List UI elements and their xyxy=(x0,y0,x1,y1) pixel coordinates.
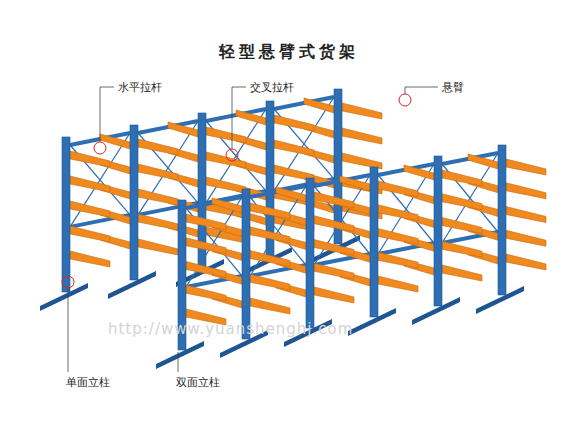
cantilever-arm xyxy=(506,230,546,246)
cantilever-arm xyxy=(314,216,354,232)
cantilever-arm xyxy=(138,139,178,155)
cantilever-arm xyxy=(70,201,110,217)
leader-line xyxy=(100,87,114,142)
leader-line xyxy=(178,352,179,372)
cantilever-arm xyxy=(442,170,482,186)
cantilever-arm xyxy=(506,254,546,270)
callout-circle xyxy=(94,142,106,154)
cantilever-arm xyxy=(442,241,482,257)
cantilever-arm xyxy=(314,192,354,208)
cantilever-arm xyxy=(70,226,110,242)
cantilever-arm xyxy=(342,153,382,169)
cantilever-arm xyxy=(506,183,546,199)
cantilever-arm xyxy=(138,164,178,180)
cantilever-arm xyxy=(314,263,354,279)
cross-brace xyxy=(70,133,130,227)
cantilever-arm xyxy=(468,154,498,169)
upright-column xyxy=(62,137,70,292)
upright-column xyxy=(306,178,314,328)
cantilever-arm xyxy=(186,285,226,301)
upright-column xyxy=(434,156,442,306)
cantilever-arm xyxy=(378,276,418,292)
cantilever-arm xyxy=(378,252,418,268)
upright-column xyxy=(242,189,250,339)
upright-column xyxy=(130,125,138,280)
cantilever-arm xyxy=(314,287,354,303)
cantilever-arm xyxy=(206,127,246,143)
cross-brace xyxy=(274,97,334,191)
cantilever-arm xyxy=(314,240,354,256)
cantilever-arm xyxy=(442,265,482,281)
leader-line xyxy=(68,288,69,372)
cantilever-arm xyxy=(206,177,246,193)
cross-brace xyxy=(314,175,370,265)
cantilever-arm xyxy=(250,227,290,243)
cantilever-arm xyxy=(274,140,314,156)
cantilever-arm xyxy=(442,194,482,210)
cross-brace xyxy=(378,164,434,254)
callout-label: 交叉拉杆 xyxy=(250,80,294,95)
callout-label: 双面立柱 xyxy=(176,375,220,390)
cantilever-arm xyxy=(342,128,382,144)
cantilever-arm xyxy=(236,110,266,125)
cantilever-arm xyxy=(168,122,198,137)
cantilever-arm xyxy=(186,214,226,230)
cantilever-arm xyxy=(186,238,226,254)
cantilever-arm xyxy=(304,98,334,113)
cantilever-arm xyxy=(378,205,418,221)
callout-circle xyxy=(62,276,74,288)
cantilever-arm xyxy=(276,187,306,202)
cantilever-arm xyxy=(186,262,226,278)
upright-column xyxy=(498,145,506,295)
cantilever-arm xyxy=(404,165,434,180)
cross-brace xyxy=(186,197,242,287)
watermark: http://www.yuanshenghj.com xyxy=(108,320,353,338)
cantilever-arm xyxy=(212,198,242,213)
cross-brace xyxy=(138,121,198,215)
cross-brace xyxy=(442,153,498,243)
cantilever-arm xyxy=(138,189,178,205)
cantilever-arm xyxy=(70,151,110,167)
cross-brace xyxy=(250,186,306,276)
cross-brace xyxy=(206,109,266,203)
leader-line xyxy=(405,87,438,94)
cantilever-arm xyxy=(340,176,370,191)
cantilever-arm xyxy=(138,239,178,255)
callout-circle xyxy=(226,149,238,161)
cantilever-arm xyxy=(70,251,110,267)
cantilever-arm xyxy=(442,218,482,234)
cantilever-arm xyxy=(250,274,290,290)
cantilever-arm xyxy=(250,251,290,267)
cantilever-arm xyxy=(100,134,130,149)
cantilever-arm xyxy=(506,159,546,175)
callout-label: 悬臂 xyxy=(442,80,464,95)
callout-label: 水平拉杆 xyxy=(118,80,162,95)
diagram-title: 轻型悬臂式货架 xyxy=(219,42,359,63)
callout-circle xyxy=(399,94,411,106)
cantilever-arm xyxy=(70,176,110,192)
upright-column xyxy=(370,167,378,317)
cantilever-arm xyxy=(506,207,546,223)
leader-line xyxy=(232,87,246,149)
callout-label: 单面立柱 xyxy=(66,375,110,390)
cantilever-arm xyxy=(250,203,290,219)
cantilever-arm xyxy=(342,103,382,119)
cantilever-arm xyxy=(250,298,290,314)
cantilever-arm xyxy=(138,214,178,230)
rack-row xyxy=(40,89,382,311)
cantilever-arm xyxy=(378,229,418,245)
cantilever-arm xyxy=(274,115,314,131)
cantilever-arm xyxy=(378,181,418,197)
